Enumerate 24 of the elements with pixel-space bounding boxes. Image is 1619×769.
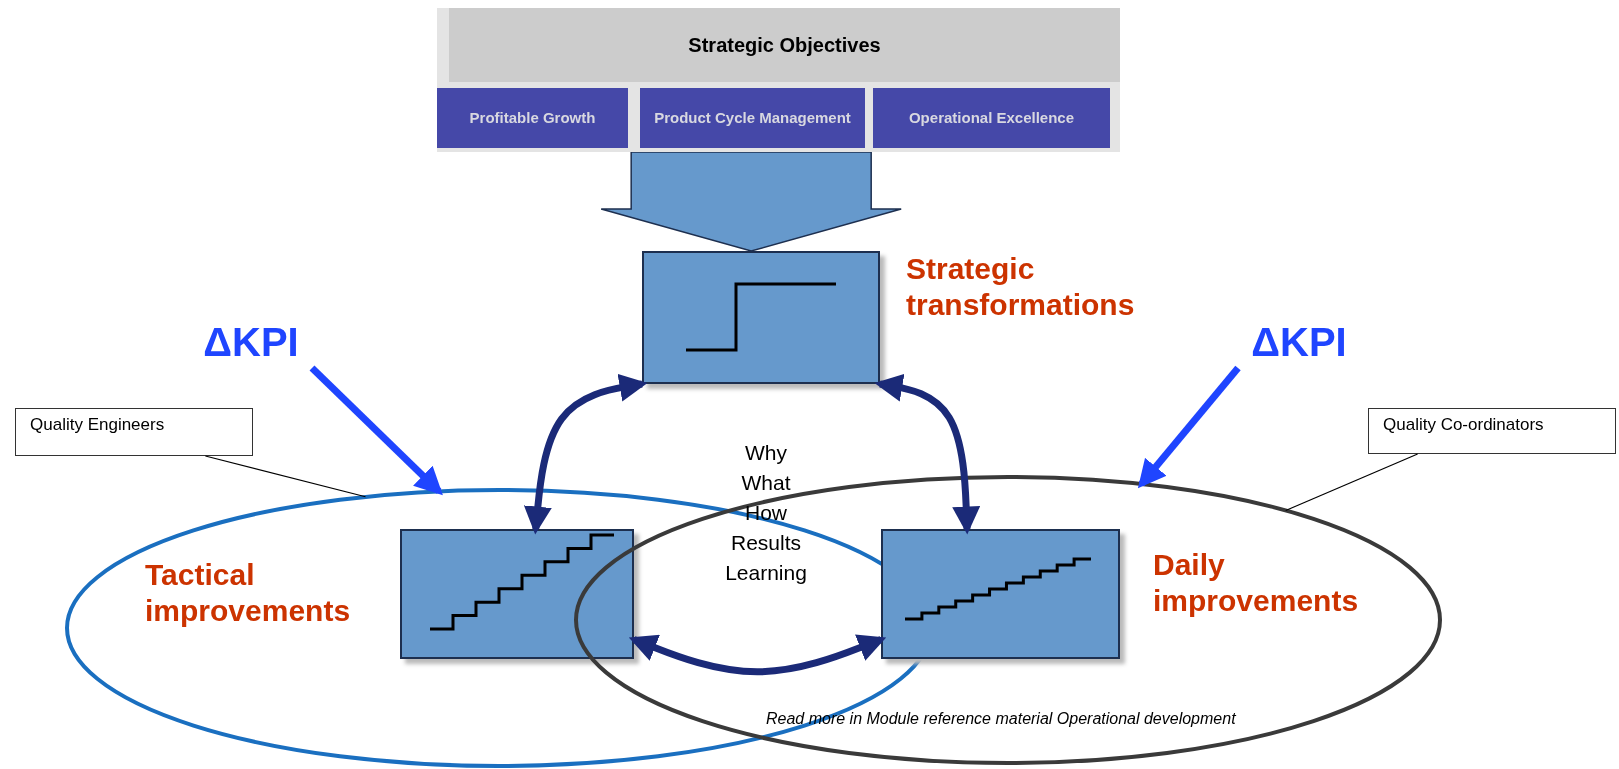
kpi-label: ΔKPI (190, 316, 312, 368)
focus-questions: Why What How Results Learning (724, 440, 808, 586)
chart-box (400, 529, 634, 659)
section-title: Tactical improvements (145, 557, 352, 629)
double-arrow (628, 634, 887, 676)
double-arrow (874, 373, 981, 535)
arrow (1137, 365, 1241, 489)
chart-box (642, 251, 880, 384)
arrow (309, 365, 443, 496)
kpi-label: ΔKPI (1238, 316, 1360, 368)
leader-line (1285, 453, 1419, 512)
section-title: Daily improvements (1153, 547, 1360, 619)
double-arrow (523, 373, 648, 535)
objective-box: Operational Excellence (873, 88, 1110, 148)
callout-box: Quality Co-ordinators (1368, 408, 1616, 454)
heading: Strategic Objectives (449, 8, 1120, 82)
objective-box: Product Cycle Management (640, 88, 865, 148)
leader-line (204, 455, 367, 498)
objective-box: Profitable Growth (437, 88, 628, 148)
chart-box (881, 529, 1120, 659)
section-title: Strategic transformations (906, 251, 1136, 323)
callout-box: Quality Engineers (15, 408, 253, 456)
block-arrow (600, 151, 902, 252)
objectives-panel (437, 8, 1120, 152)
